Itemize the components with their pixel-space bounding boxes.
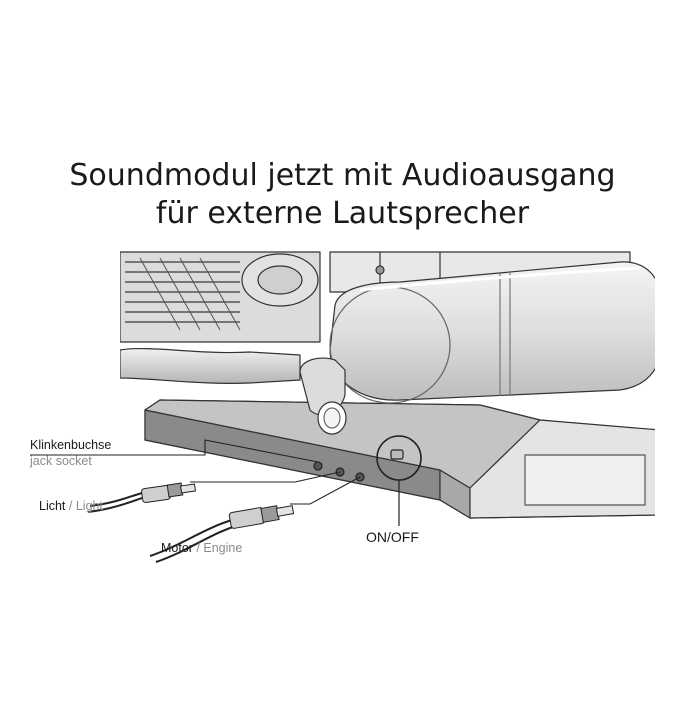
exhaust-pipe (120, 348, 301, 384)
light-label-separator: / (68, 499, 76, 513)
engine-jack-plug (149, 505, 295, 563)
light-label: Licht / Light (39, 499, 103, 513)
light-cable-line (190, 471, 341, 483)
engine-label: Motor / Engine (161, 541, 242, 555)
light-jack-plug (87, 482, 197, 513)
title-line-1: Soundmodul jetzt mit Audioausgang (69, 158, 616, 193)
jack-socket-leader-line (30, 439, 319, 463)
on-off-switch[interactable] (390, 449, 404, 460)
engine-cable-line (290, 476, 361, 505)
engine-label-en: Engine (203, 541, 243, 555)
light-label-en: Light (75, 499, 103, 513)
light-label-de: Licht (39, 499, 66, 513)
engine-label-de: Motor (161, 541, 193, 555)
engine-label-separator: / (196, 541, 204, 555)
on-off-label: ON/OFF (366, 529, 419, 545)
jack-socket-label: Klinkenbuchse jack socket (30, 437, 111, 469)
speaker-tank (329, 261, 655, 404)
jack-socket-label-en: jack socket (30, 454, 92, 468)
title-line-2: für externe Lautsprecher (155, 196, 530, 231)
jack-socket-label-de: Klinkenbuchse (30, 438, 112, 452)
